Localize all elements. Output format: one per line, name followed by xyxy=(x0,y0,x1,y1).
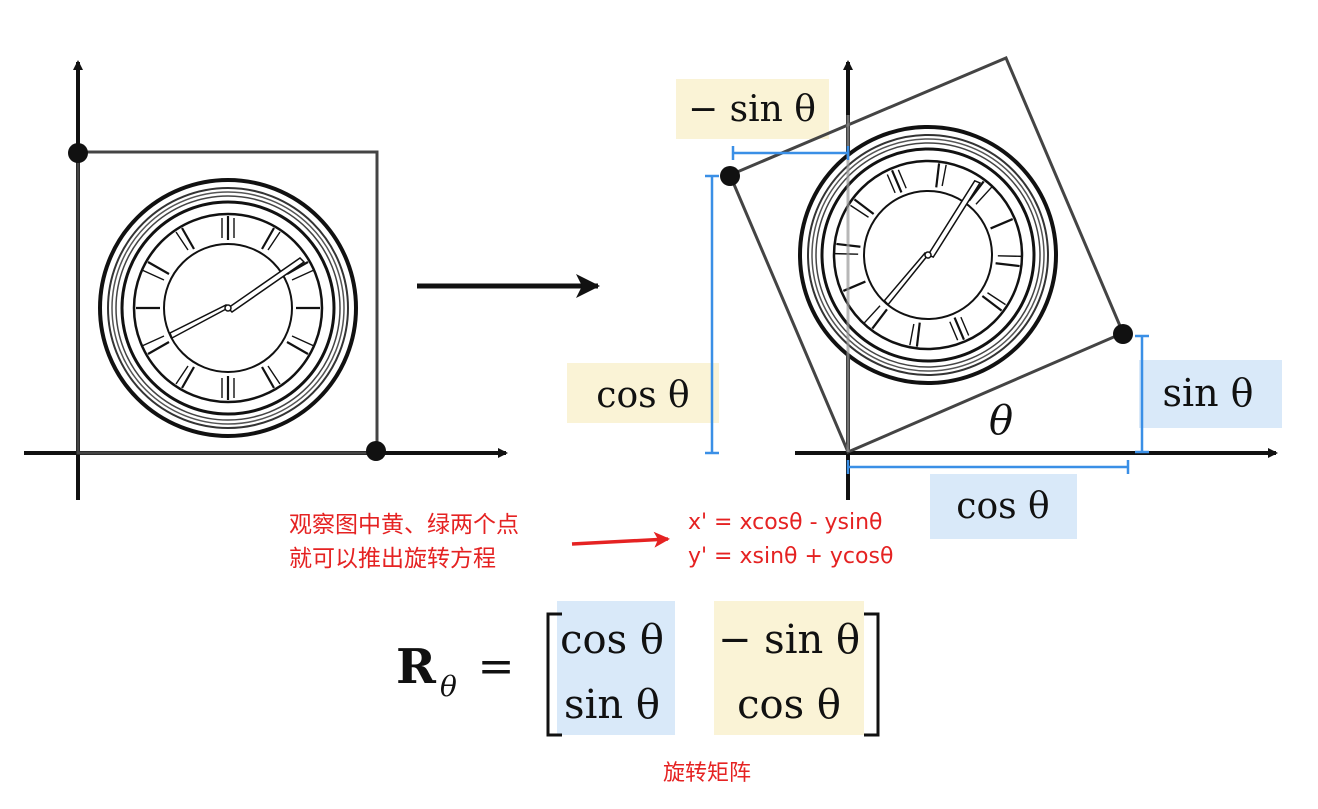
matrix-lhs-subscript: θ xyxy=(440,670,457,703)
left-unit-square xyxy=(76,150,379,455)
neg-sin-highlight xyxy=(676,79,829,139)
left-diagram xyxy=(24,60,508,500)
rotated-right-point xyxy=(1113,324,1133,344)
cos-bottom-highlight xyxy=(930,474,1077,539)
clock-icon xyxy=(98,178,358,438)
sin-right-bracket xyxy=(1135,334,1149,454)
left-bracket xyxy=(546,612,562,737)
note-line-2: 就可以推出旋转方程 xyxy=(289,546,496,572)
note-line-1: 观察图中黄、绿两个点 xyxy=(289,512,519,538)
cos-left-highlight xyxy=(567,363,719,423)
matrix-col1-highlight xyxy=(557,601,675,735)
left-right-point xyxy=(366,441,386,461)
sin-right-label: sin θ xyxy=(1162,371,1253,415)
neg-sin-bracket xyxy=(731,146,850,160)
neg-sin-label: − sin θ xyxy=(688,89,816,130)
cos-bottom-bracket xyxy=(846,460,1130,474)
matrix-col2-highlight xyxy=(714,601,864,735)
equation-line-1: x' = xcosθ - ysinθ xyxy=(688,510,883,535)
cos-left-label: cos θ xyxy=(596,375,689,416)
right-diagram: − sin θ cos θ sin θ θ cos θ xyxy=(567,56,1282,539)
annotation: 观察图中黄、绿两个点 就可以推出旋转方程 x' = xcosθ - ysinθ … xyxy=(289,510,893,572)
matrix-lhs: R xyxy=(396,639,437,695)
cos-left-bracket xyxy=(705,174,719,455)
equation-line-2: y' = xsinθ + ycosθ xyxy=(688,544,893,569)
arrow-right-icon xyxy=(571,531,670,548)
sin-right-highlight xyxy=(1139,360,1282,428)
cos-bottom-label: cos θ xyxy=(956,486,1049,527)
matrix-caption: 旋转矩阵 xyxy=(663,761,751,786)
right-bracket xyxy=(864,612,880,737)
theta-label: θ xyxy=(989,398,1013,444)
matrix-m21: sin θ xyxy=(564,682,660,728)
matrix-m12: − sin θ xyxy=(718,617,860,663)
rotated-unit-square xyxy=(728,56,1125,454)
rotated-top-point xyxy=(720,166,740,186)
matrix-m11: cos θ xyxy=(560,617,664,663)
matrix-m22: cos θ xyxy=(737,682,841,728)
matrix-equals: = xyxy=(478,641,515,692)
rotation-matrix: R θ = cos θ − sin θ sin θ cos θ 旋转矩阵 xyxy=(396,601,880,786)
left-top-point xyxy=(68,143,88,163)
